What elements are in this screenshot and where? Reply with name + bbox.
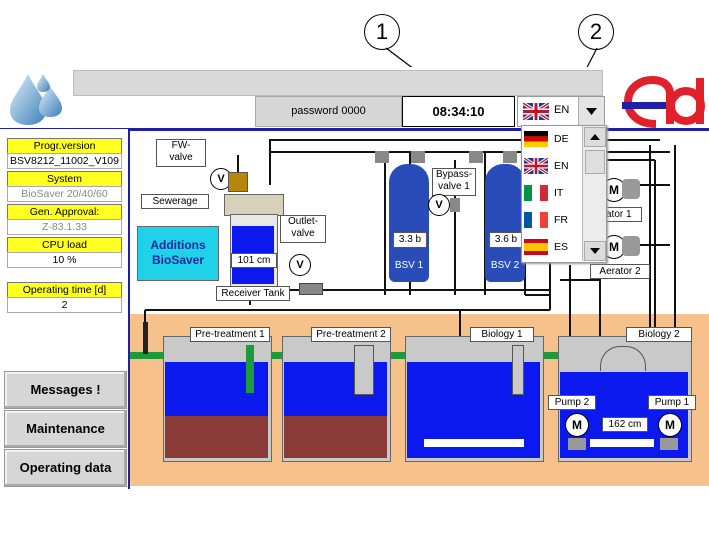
pretreatment1-sludge	[165, 416, 268, 458]
language-option-label: DE	[554, 133, 569, 145]
language-option-fr[interactable]: FR	[522, 207, 578, 233]
biology1-standpipe	[512, 345, 524, 395]
system-value: BioSaver 20/40/60	[7, 186, 122, 202]
language-current: EN	[554, 104, 570, 116]
bypass-valve-icon	[450, 198, 460, 212]
cpu-load-value: 10 %	[7, 252, 122, 268]
chevron-up-icon	[590, 134, 600, 140]
uk-flag-icon	[524, 158, 548, 174]
bsv1-filter	[389, 164, 429, 282]
language-dropdown-list[interactable]: DE EN IT FR ES	[521, 125, 607, 263]
biology2-level-value: 162 cm	[602, 417, 648, 432]
language-option-label: IT	[554, 187, 564, 199]
pump2-icon	[568, 438, 586, 450]
chevron-down-icon	[590, 248, 600, 254]
pretreatment1-label: Pre-treatment 1	[190, 327, 270, 342]
pretreatment2-sludge	[284, 416, 387, 458]
water-drops-logo-icon	[10, 74, 62, 125]
operating-time-value: 2	[7, 297, 122, 313]
info-panel: Progr.version BSV8212_11002_V109 System …	[0, 129, 130, 489]
chevron-down-icon	[586, 108, 597, 115]
bsv1-valve-icon	[375, 151, 389, 163]
approval-value: Z-83.1.33	[7, 219, 122, 235]
bsv2-filter	[485, 164, 525, 282]
italian-flag-icon	[524, 185, 548, 201]
bypass-valve-indicator[interactable]: V	[428, 194, 450, 216]
pump2-motor[interactable]: M	[565, 413, 589, 437]
language-option-label: EN	[554, 160, 569, 172]
scroll-up-button[interactable]	[584, 127, 606, 147]
pretreatment2-baffle	[354, 345, 374, 395]
biology2-dome	[600, 346, 646, 371]
title-bar	[73, 70, 603, 96]
language-option-label: ES	[554, 241, 569, 253]
progr-version-label: Progr.version	[7, 138, 122, 154]
password-button[interactable]: password 0000	[255, 96, 402, 127]
inlet-pipe	[143, 322, 148, 354]
bsv2-valve2-icon	[503, 151, 517, 163]
receiver-tank-cap	[224, 194, 284, 216]
language-option-de[interactable]: DE	[522, 126, 578, 152]
biology1-label: Biology 1	[470, 327, 534, 342]
receiver-tank-label: Receiver Tank	[216, 286, 290, 301]
additions-biosaver-button[interactable]: Additions BioSaver	[137, 226, 219, 281]
system-label: System	[7, 171, 122, 187]
bsv1-pressure: 3.3 b	[393, 232, 427, 248]
pump1-icon	[660, 438, 678, 450]
spanish-flag-icon	[524, 239, 548, 255]
language-scrollbar[interactable]	[582, 126, 606, 261]
french-flag-icon	[524, 212, 548, 228]
progr-version-value: BSV8212_11002_V109	[7, 153, 122, 169]
outlet-valve-icon	[299, 283, 323, 295]
aerator2-icon	[622, 236, 640, 256]
sewerage-label: Sewerage	[141, 194, 209, 209]
bypass-valve-label: Bypass- valve 1	[432, 168, 476, 196]
language-dropdown-button[interactable]	[578, 97, 604, 126]
pump1-motor[interactable]: M	[658, 413, 682, 437]
scroll-thumb[interactable]	[585, 150, 605, 174]
ad-logo-icon	[622, 76, 705, 128]
bsv1-valve2-icon	[411, 151, 425, 163]
biology1-diffuser	[424, 439, 524, 447]
bsv2-valve-icon	[469, 151, 483, 163]
german-flag-icon	[524, 131, 548, 147]
receiver-level-value: 101 cm	[231, 253, 277, 268]
pretreatment2-label: Pre-treatment 2	[311, 327, 391, 342]
approval-label: Gen. Approval:	[7, 204, 122, 220]
outlet-valve-indicator[interactable]: V	[289, 254, 311, 276]
operating-data-button[interactable]: Operating data	[4, 449, 127, 487]
fw-valve-icon	[228, 172, 248, 192]
biology2-label: Biology 2	[626, 327, 692, 342]
fw-valve-indicator[interactable]: V	[210, 168, 232, 190]
outlet-valve-label: Outlet- valve	[280, 215, 326, 243]
maintenance-button[interactable]: Maintenance	[4, 410, 127, 448]
pump1-label: Pump 1	[648, 395, 696, 410]
bsv2-pressure: 3.6 b	[489, 232, 523, 248]
language-option-label: FR	[554, 214, 568, 226]
biology2-diffuser	[590, 439, 654, 447]
aerator2-label: Aerator 2	[590, 264, 650, 279]
uk-flag-icon	[523, 103, 549, 120]
pump2-label: Pump 2	[548, 395, 596, 410]
bsv2-label: BSV 2	[490, 260, 520, 271]
clock-display: 08:34:10	[402, 96, 515, 127]
language-option-es[interactable]: ES	[522, 234, 578, 260]
operating-time-label: Operating time [d]	[7, 282, 122, 298]
scroll-down-button[interactable]	[584, 241, 606, 261]
language-select[interactable]: EN	[517, 96, 605, 127]
bsv1-label: BSV 1	[394, 260, 424, 271]
fw-valve-label: FW- valve	[156, 139, 206, 167]
language-option-it[interactable]: IT	[522, 180, 578, 206]
language-option-en[interactable]: EN	[522, 153, 578, 179]
aerator1-icon	[622, 179, 640, 199]
messages-button[interactable]: Messages !	[4, 371, 127, 409]
pretreatment1-standpipe	[246, 345, 254, 393]
callout-1: 1	[364, 14, 400, 50]
cpu-load-label: CPU load	[7, 237, 122, 253]
